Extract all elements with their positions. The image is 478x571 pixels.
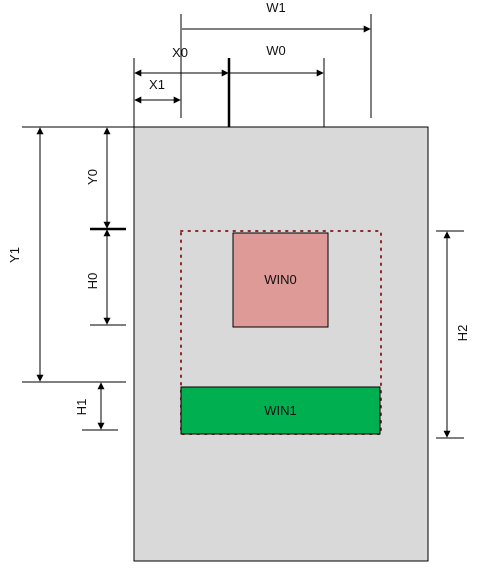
win0-label: WIN0: [264, 272, 297, 287]
h0-label: H0: [85, 273, 100, 290]
w0-label: W0: [266, 43, 286, 58]
screen-canvas: [133, 126, 429, 562]
win1-rect: [180, 386, 381, 435]
y0-label: Y0: [85, 169, 100, 185]
x1-label: X1: [149, 77, 165, 92]
h2-label: H2: [455, 325, 470, 342]
win0-rect: [232, 232, 329, 328]
win1-label: WIN1: [264, 403, 297, 418]
h1-label: H1: [74, 399, 89, 416]
x0-label: X0: [172, 45, 188, 60]
y1-label: Y1: [7, 247, 22, 263]
w1-label: W1: [266, 0, 286, 15]
